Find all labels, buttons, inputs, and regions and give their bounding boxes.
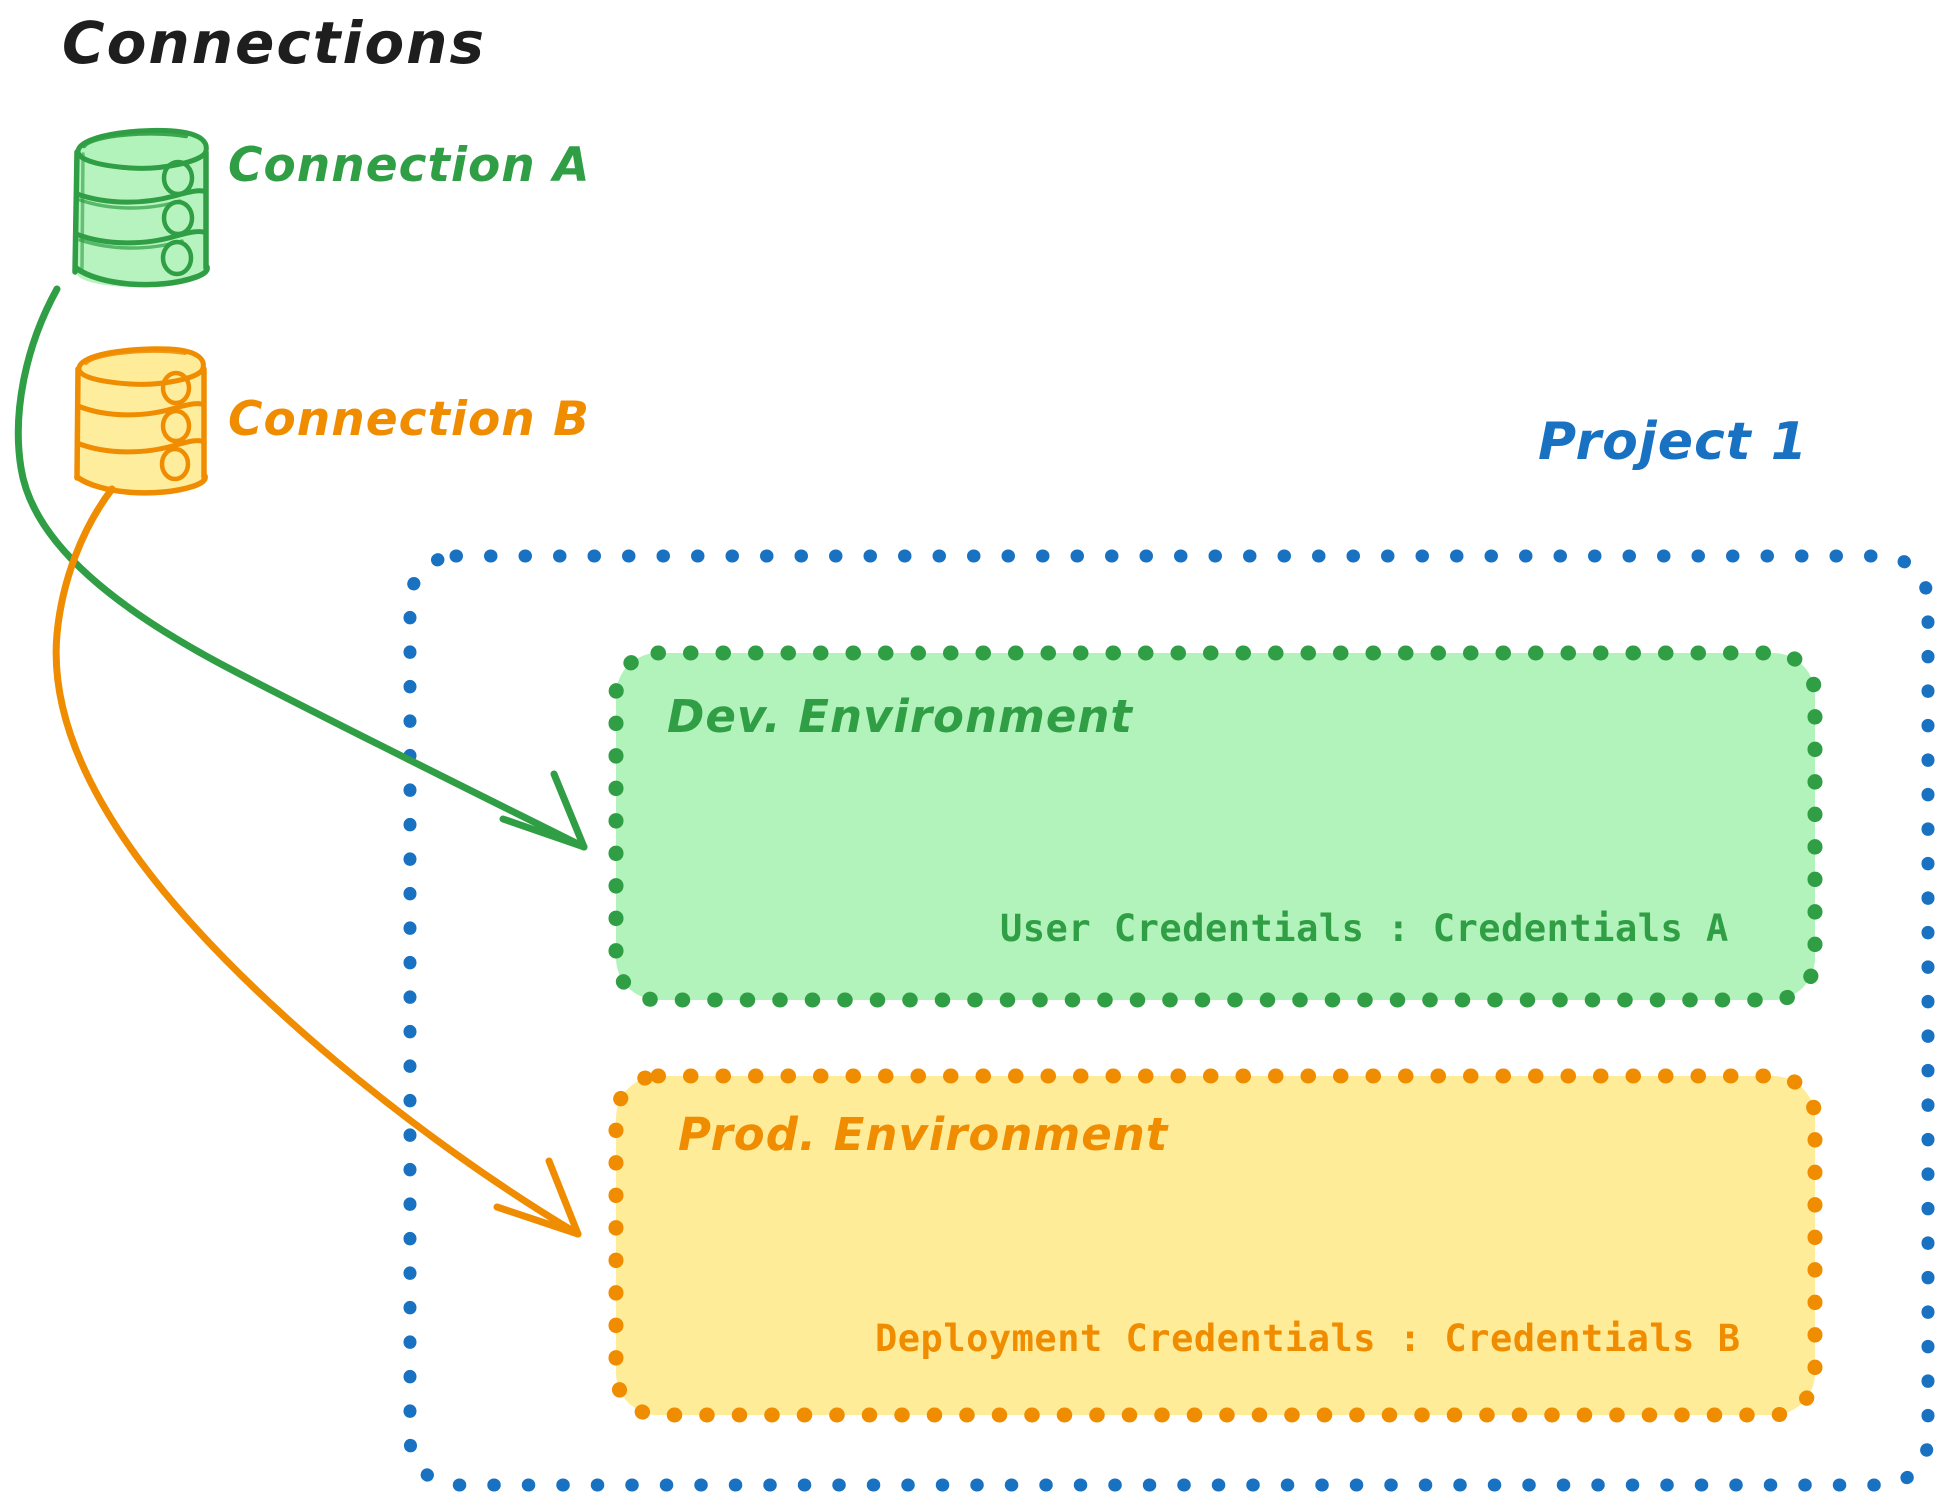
connection-b-label[interactable]: Connection B: [228, 392, 590, 447]
database-cylinder-icon-orange: [74, 346, 208, 496]
prod-environment-title: Prod. Environment: [678, 1108, 1169, 1161]
arrow-connection-b-to-prod: [52, 485, 582, 1238]
prod-environment-credentials: Deployment Credentials : Credentials B: [875, 1317, 1741, 1360]
dev-environment-credentials: User Credentials : Credentials A: [1000, 907, 1729, 950]
database-cylinder-icon-green: [72, 127, 210, 288]
page-title: Connections: [62, 9, 486, 77]
dev-environment-title: Dev. Environment: [667, 690, 1133, 743]
project-title-label: Project 1: [1538, 412, 1808, 472]
arrow-connection-a-to-dev: [14, 285, 588, 851]
connection-a-label[interactable]: Connection A: [228, 138, 591, 193]
